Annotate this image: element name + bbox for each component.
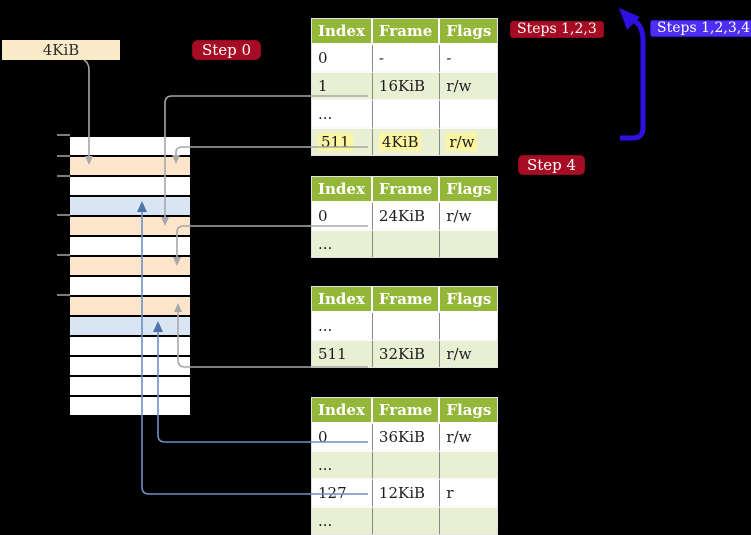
table-cell: r/w (440, 203, 498, 231)
table-cell (440, 231, 498, 257)
highlighted-value: r/w (446, 133, 478, 151)
table-cell: 127 (312, 480, 373, 508)
column-header: Flags (440, 19, 498, 45)
memory-row-page-table (70, 217, 190, 237)
memory-tick (57, 214, 70, 216)
table-row: ... (312, 101, 498, 129)
highlighted-value: 4KiB (378, 133, 422, 151)
column-header: Index (312, 19, 373, 45)
memory-row-free (70, 237, 190, 257)
memory-tick (57, 155, 70, 157)
table-row: ... (312, 313, 498, 341)
table-cell: 12KiB (372, 480, 441, 508)
memory-row-free (70, 357, 190, 377)
memory-row-free (70, 277, 190, 297)
table-cell (372, 101, 441, 129)
table-cell: ... (312, 313, 373, 341)
memory-row-free (70, 177, 190, 197)
table-cell: 511 (312, 341, 373, 367)
memory-row-page-table (70, 157, 190, 177)
table-cell: ... (312, 452, 373, 480)
step-4-badge: Step 4 (518, 155, 586, 175)
table-cell: ... (312, 231, 373, 257)
column-header: Flags (440, 287, 498, 313)
table-cell: 16KiB (372, 73, 441, 101)
memory-row-page-table (70, 257, 190, 277)
column-header: Flags (440, 398, 498, 424)
table-cell: r/w (440, 73, 498, 101)
memory-row-free (70, 337, 190, 357)
column-header: Index (312, 177, 373, 203)
table-cell (372, 452, 441, 480)
table-row: ... (312, 452, 498, 480)
table-cell (440, 101, 498, 129)
table-row: ... (312, 231, 498, 257)
table-cell: 0 (312, 45, 373, 73)
highlighted-value: 511 (318, 133, 353, 151)
steps-123-badge: Steps 1,2,3 (510, 21, 604, 38)
table-cell: ... (312, 101, 373, 129)
column-header: Index (312, 287, 373, 313)
table-cell: 0 (312, 203, 373, 231)
memory-tick (57, 254, 70, 256)
memory-row-free (70, 136, 190, 157)
column-header: Flags (440, 177, 498, 203)
memory-row-page-table (70, 297, 190, 317)
table-cell (440, 452, 498, 480)
table-cell: 0 (312, 424, 373, 452)
table-cell (372, 508, 441, 534)
table-cell (372, 313, 441, 341)
table-cell: r/w (440, 424, 498, 452)
memory-row-mapped-page (70, 317, 190, 337)
table-cell: 1 (312, 73, 373, 101)
memory-column (70, 136, 190, 417)
column-header: Index (312, 398, 373, 424)
column-header: Frame (372, 398, 441, 424)
table-cell: 32KiB (372, 341, 441, 367)
table-row: 0-- (312, 45, 498, 73)
flow-arrow-blue (619, 8, 646, 141)
memory-row-free (70, 397, 190, 417)
memory-row-mapped-page (70, 197, 190, 217)
table-cell (440, 313, 498, 341)
table-cell: - (440, 45, 498, 73)
step-0-badge: Step 0 (192, 40, 262, 60)
memory-tick (57, 175, 70, 177)
table-cell (440, 508, 498, 534)
steps-1234-badge: Steps 1,2,3,4 (650, 20, 751, 37)
table-cell: 36KiB (372, 424, 441, 452)
table-cell: 4KiB (372, 129, 441, 155)
memory-tick (57, 134, 70, 136)
table-row: ... (312, 508, 498, 534)
column-header: Frame (372, 287, 441, 313)
table-cell: r/w (440, 129, 498, 155)
table-cell: 511 (312, 129, 373, 155)
table-row: 511 4KiB r/w (312, 129, 498, 155)
table-cell: r/w (440, 341, 498, 367)
memory-tick (57, 294, 70, 296)
frame-size-label: 4KiB (2, 40, 120, 60)
table-cell: 24KiB (372, 203, 441, 231)
memory-row-free (70, 377, 190, 397)
column-header: Frame (372, 177, 441, 203)
table-cell: ... (312, 508, 373, 534)
column-header: Frame (372, 19, 441, 45)
table-cell (372, 231, 441, 257)
table-cell: r (440, 480, 498, 508)
table-cell: - (372, 45, 441, 73)
